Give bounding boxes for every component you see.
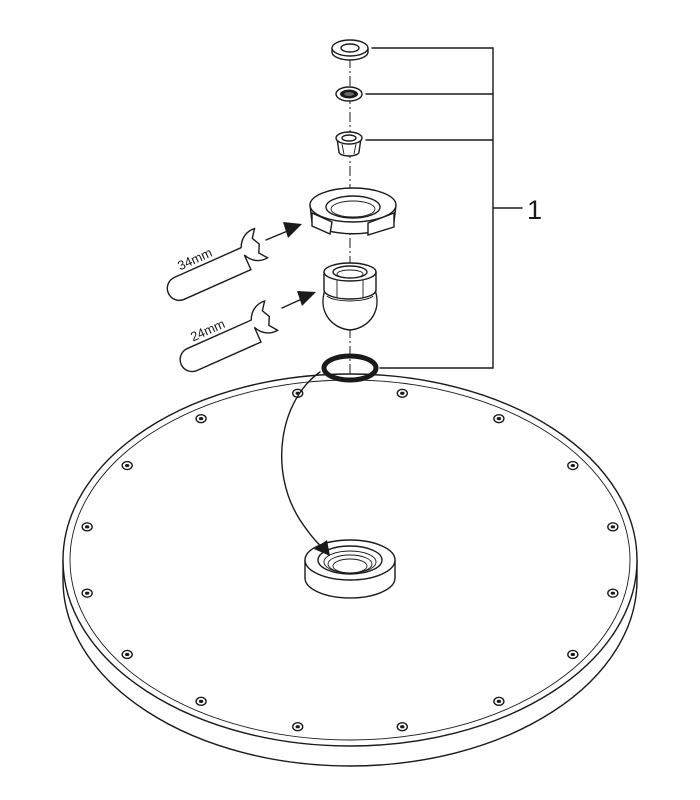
plate-screws	[81, 388, 619, 732]
wrench-24mm-body	[179, 299, 280, 373]
o-ring	[321, 353, 379, 383]
nut-flat-left	[311, 211, 333, 236]
plate-screw	[567, 649, 579, 660]
restrictor-rib-1	[341, 143, 345, 155]
plate-screw	[607, 522, 619, 532]
wrench-24mm: 24mm	[179, 299, 280, 373]
washer	[331, 39, 369, 61]
wrench-34mm-arrow-head	[283, 222, 302, 238]
plate-screw	[121, 460, 133, 471]
plate-screw	[81, 588, 93, 598]
insert-arrow-line	[281, 371, 327, 551]
o-ring-body	[321, 353, 379, 383]
restrictor-rib-2	[353, 143, 357, 155]
insert-arrow-head	[314, 540, 330, 556]
callout-number: 1	[527, 195, 542, 225]
plate-screw	[493, 696, 505, 707]
plate-screw	[607, 588, 619, 598]
wrench-24mm-arrow-head	[297, 291, 316, 306]
wrench-34mm-arrow	[265, 222, 302, 241]
nut-bore	[325, 195, 381, 219]
plate-screw	[195, 413, 207, 424]
plate-screw	[195, 696, 207, 707]
filter-center	[344, 92, 354, 96]
wrench-34mm-body	[166, 227, 269, 302]
port-thread-3	[332, 558, 368, 574]
flow-restrictor	[335, 131, 363, 157]
ball-joint	[322, 262, 378, 331]
port-bore	[317, 545, 383, 575]
insert-arrow	[281, 371, 330, 556]
plate-screw	[121, 649, 133, 660]
washer-hole	[340, 43, 360, 53]
plate-screw	[396, 388, 408, 398]
ball-bore-thread	[336, 269, 364, 279]
restrictor-hole	[341, 134, 357, 142]
wrench-34mm-arrow-line	[265, 229, 291, 241]
union-nut	[309, 187, 397, 236]
nut-bore-thread	[330, 200, 376, 218]
callout-bracket: 1	[365, 47, 542, 369]
plate-screw	[292, 722, 304, 732]
plate-screw	[396, 722, 408, 732]
plate-screw	[81, 522, 93, 532]
wrench-24mm-arrow	[281, 291, 316, 309]
plate-screw	[493, 413, 505, 424]
ball-seam	[326, 295, 374, 302]
plate-screw	[567, 460, 579, 471]
plate-rim-edge	[62, 559, 638, 767]
wrench-34mm: 34mm	[166, 227, 269, 302]
nut-flat-right	[367, 211, 395, 236]
filter-screen	[335, 86, 363, 102]
